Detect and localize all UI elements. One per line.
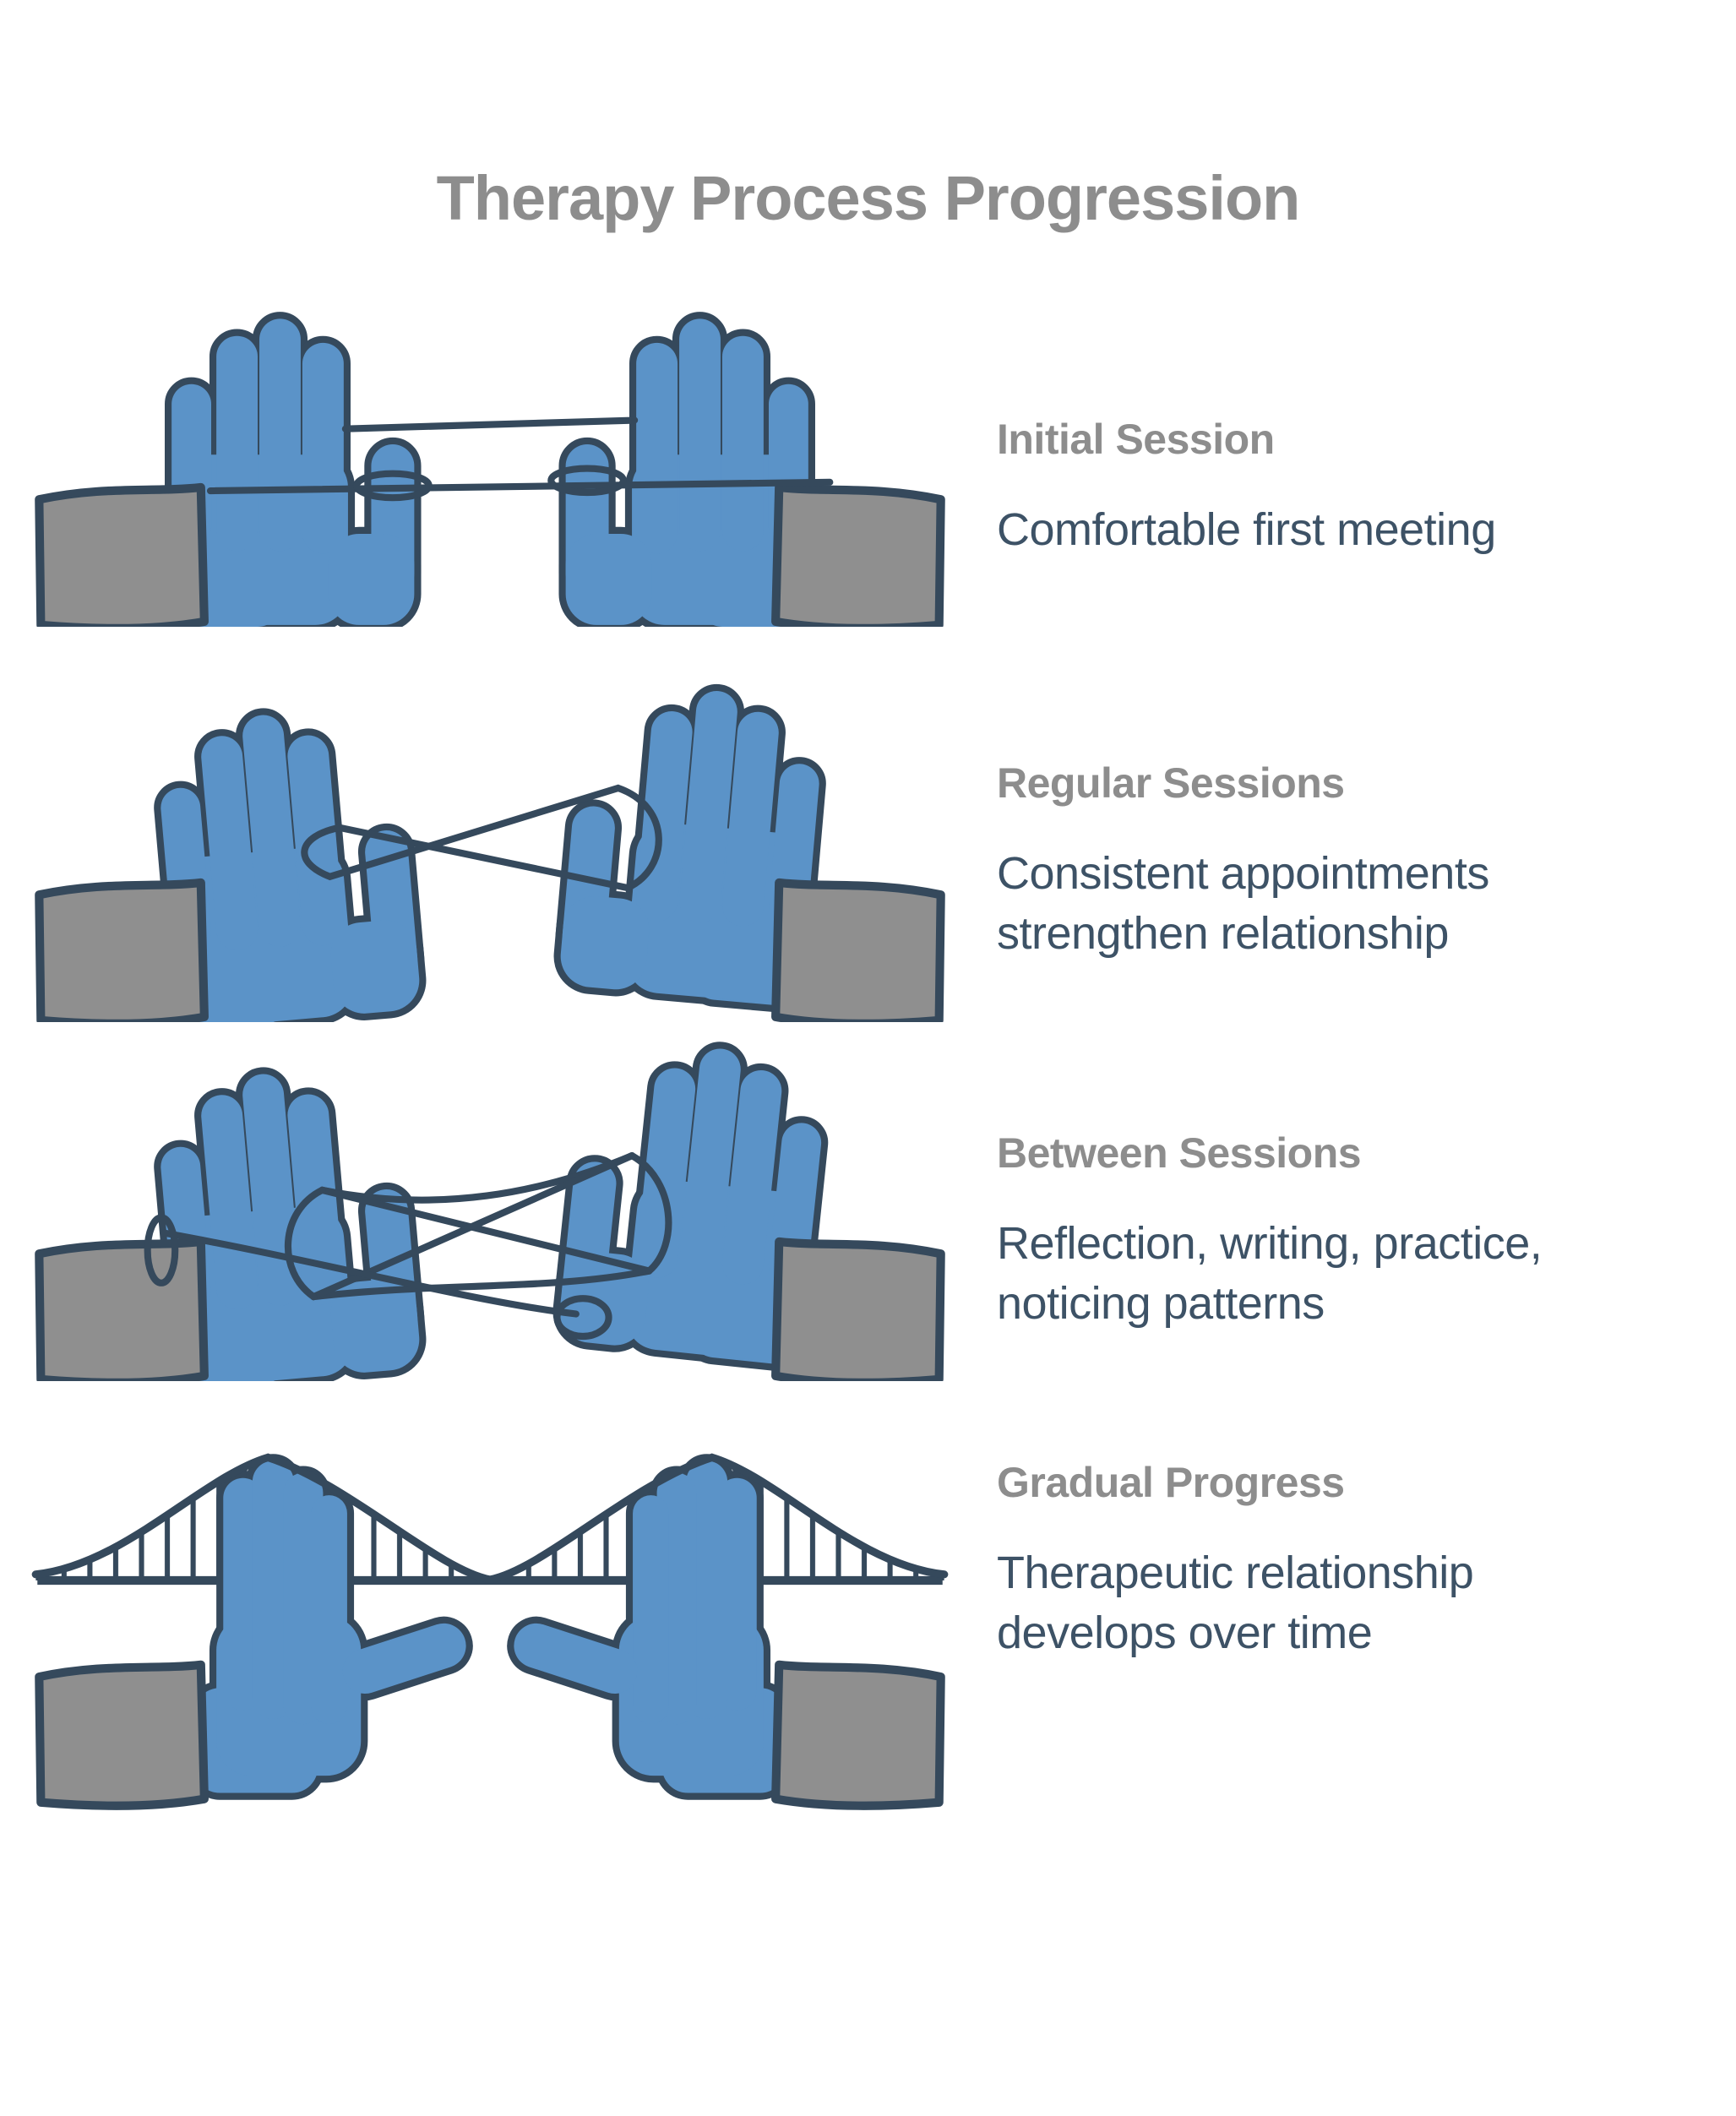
stage-description: Comfortable first meeting	[997, 500, 1706, 560]
stage-2-illustration	[25, 652, 955, 1022]
left-sleeve	[39, 883, 204, 1022]
right-sleeve	[775, 883, 941, 1022]
stage-4-text: Gradual Progress Therapeutic relationshi…	[997, 1459, 1706, 1663]
string-loop	[206, 416, 834, 502]
stage-description-line: Comfortable first meeting	[997, 503, 1496, 555]
bridge-hangers	[35, 1457, 944, 1580]
stage-heading: Initial Session	[997, 416, 1275, 463]
bridge-string-figure-icon	[31, 1453, 949, 1817]
stage-description-line: Reflection, writing, practice,	[997, 1217, 1543, 1269]
left-sleeve	[39, 1242, 204, 1381]
string-figure-complex-icon	[25, 1011, 955, 1381]
string-loop	[301, 784, 662, 892]
stage-description-line: Consistent appointments	[997, 847, 1489, 899]
stage-3-text: Between Sessions Reflection, writing, pr…	[997, 1129, 1706, 1334]
string-figure-crossed-icon	[25, 652, 955, 1022]
stage-description-line: noticing patterns	[997, 1277, 1325, 1329]
left-hand	[194, 1461, 472, 1792]
stage-description: Therapeutic relationship develops over t…	[997, 1543, 1706, 1664]
bridge-cables	[31, 1453, 949, 1584]
stage-heading: Regular Sessions	[997, 759, 1345, 807]
stage-heading: Gradual Progress	[997, 1459, 1345, 1506]
stage-description: Consistent appointments strengthen relat…	[997, 844, 1706, 965]
stage-description-line: strengthen relationship	[997, 907, 1449, 959]
stage-1-text: Initial Session Comfortable first meetin…	[997, 416, 1706, 560]
left-sleeve	[39, 487, 204, 627]
stage-description-line: develops over time	[997, 1607, 1373, 1658]
stage-description-line: Therapeutic relationship	[997, 1547, 1474, 1598]
right-hand	[509, 1461, 786, 1792]
left-sleeve	[39, 1665, 204, 1806]
right-sleeve	[775, 1665, 941, 1806]
stage-1-illustration	[25, 257, 955, 627]
page-title: Therapy Process Progression	[436, 162, 1301, 233]
stage-description: Reflection, writing, practice, noticing …	[997, 1214, 1706, 1335]
stage-2-text: Regular Sessions Consistent appointments…	[997, 759, 1706, 964]
string-figure-simple-icon	[25, 257, 955, 627]
string-web	[144, 1152, 672, 1341]
stage-heading: Between Sessions	[997, 1129, 1362, 1177]
stage-3-illustration	[25, 1011, 955, 1381]
right-sleeve	[775, 487, 941, 627]
stage-4-illustration	[25, 1395, 955, 1817]
right-sleeve	[775, 1242, 941, 1381]
